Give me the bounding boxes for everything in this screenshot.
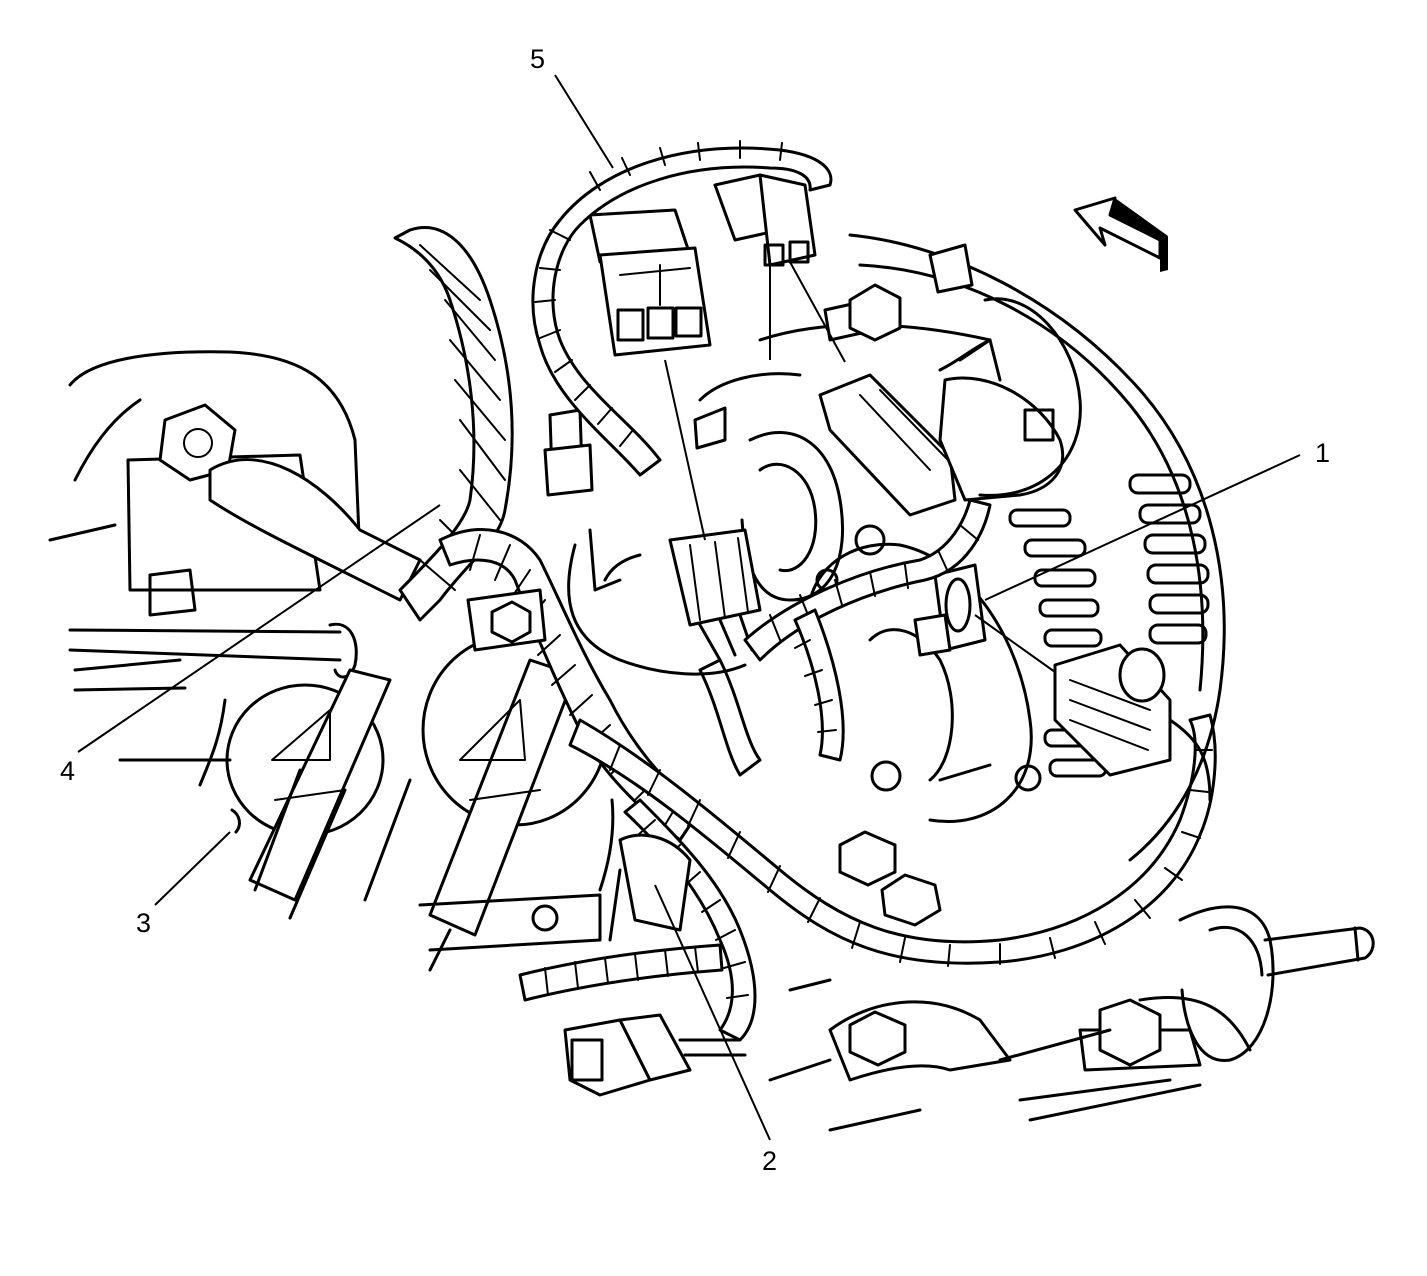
harness-alternator-branch <box>698 498 992 777</box>
connector-center-alternator <box>818 338 1065 517</box>
connector-lower <box>563 1013 747 1097</box>
callout-5-label: 5 <box>530 44 545 74</box>
engine-mount-bracket <box>48 350 362 617</box>
connector-upper-left <box>588 208 712 357</box>
alternator-cooling-slots <box>1008 473 1210 778</box>
sensor-connector-2 <box>608 833 692 942</box>
alternator-connector-right <box>1053 643 1212 802</box>
alternator-mount-bolts <box>828 830 1012 1082</box>
callout-3-label: 3 <box>136 908 151 938</box>
harness-branch-lower-left <box>518 798 757 1042</box>
sensor-connector-1 <box>913 563 987 657</box>
fuel-lines <box>68 622 358 692</box>
callout-1-label: 1 <box>1315 438 1330 468</box>
pigtail-wires <box>567 297 1082 676</box>
ignition-coil-left <box>225 668 392 902</box>
callout-leader-lines <box>77 74 1301 1141</box>
lower-harness-loop <box>568 713 1217 967</box>
vacuum-valve <box>998 905 1375 1102</box>
coil-mount-bolt <box>466 588 547 652</box>
harness-upper-loop <box>531 140 833 477</box>
engine-block-outline <box>118 698 1202 1132</box>
view-direction-arrow-icon <box>1073 196 1168 272</box>
bracket-bolt <box>158 403 422 602</box>
terminal-studs <box>543 243 974 497</box>
callout-4-label: 4 <box>60 756 75 786</box>
callout-labels: 1 2 3 4 5 <box>60 44 1330 1176</box>
connector-upper-right <box>713 173 817 267</box>
callout-2-label: 2 <box>762 1146 777 1176</box>
